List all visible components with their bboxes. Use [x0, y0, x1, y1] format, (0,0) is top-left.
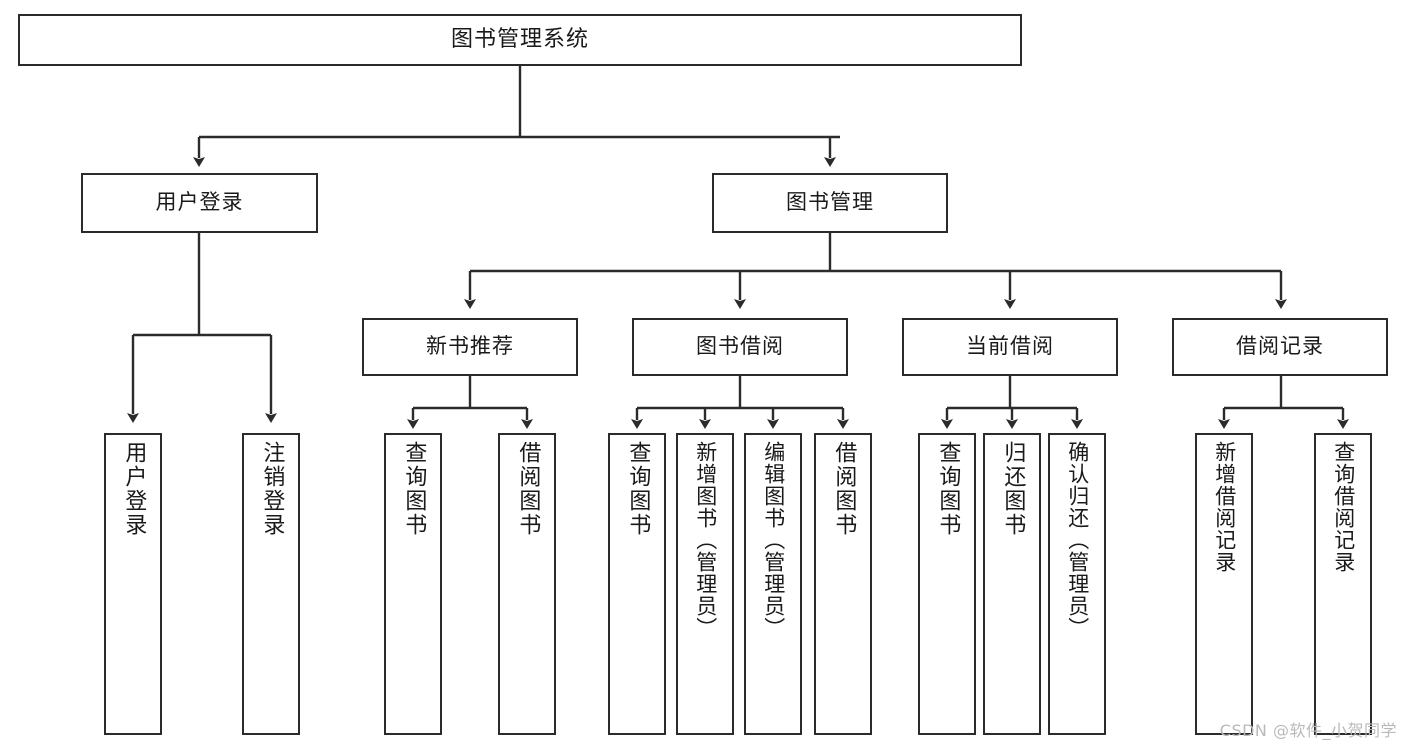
node-label: 查询借阅记录	[1331, 441, 1356, 573]
node-leaf-query-book-current[interactable]: 查询图书	[918, 433, 976, 735]
node-leaf-edit-book[interactable]: 编辑图书（管理员）	[744, 433, 802, 735]
node-leaf-borrow-book-recommend[interactable]: 借阅图书	[498, 433, 556, 735]
node-label: 借阅记录	[1236, 334, 1324, 359]
node-root-book-management-system[interactable]: 图书管理系统	[18, 14, 1022, 66]
node-label: 图书借阅	[696, 334, 784, 359]
node-label: 用户登录	[155, 190, 244, 215]
node-label: 查询图书	[401, 441, 427, 537]
node-leaf-return-book[interactable]: 归还图书	[983, 433, 1041, 735]
node-leaf-add-borrow-record[interactable]: 新增借阅记录	[1195, 433, 1253, 735]
node-leaf-add-book[interactable]: 新增图书（管理员）	[676, 433, 734, 735]
node-label: 借阅图书	[515, 441, 541, 537]
node-label: 注销登录	[259, 441, 285, 537]
node-label: 图书管理系统	[450, 26, 589, 52]
node-leaf-confirm-return[interactable]: 确认归还（管理员）	[1048, 433, 1106, 735]
node-label: 编辑图书（管理员）	[761, 441, 786, 639]
node-label: 新书推荐	[426, 334, 514, 359]
node-label: 归还图书	[1000, 441, 1026, 537]
node-leaf-borrow-book[interactable]: 借阅图书	[814, 433, 872, 735]
node-new-book-recommend[interactable]: 新书推荐	[362, 318, 578, 376]
node-borrow-record[interactable]: 借阅记录	[1172, 318, 1388, 376]
node-leaf-query-borrow-record[interactable]: 查询借阅记录	[1314, 433, 1372, 735]
node-current-borrow[interactable]: 当前借阅	[902, 318, 1118, 376]
node-label: 查询图书	[935, 441, 961, 537]
watermark-text: CSDN @软件_小贺同学	[1219, 721, 1397, 740]
node-label: 确认归还（管理员）	[1065, 441, 1090, 639]
node-label: 用户登录	[121, 441, 147, 537]
node-label: 借阅图书	[831, 441, 857, 537]
node-label: 新增借阅记录	[1212, 441, 1237, 573]
node-label: 当前借阅	[966, 334, 1054, 359]
node-leaf-user-login[interactable]: 用户登录	[104, 433, 162, 735]
node-label: 图书管理	[786, 190, 874, 215]
node-user-login[interactable]: 用户登录	[81, 173, 318, 233]
node-label: 查询图书	[625, 441, 651, 537]
node-leaf-query-book-recommend[interactable]: 查询图书	[384, 433, 442, 735]
node-label: 新增图书（管理员）	[693, 441, 718, 639]
node-leaf-query-book-borrow[interactable]: 查询图书	[608, 433, 666, 735]
node-book-management[interactable]: 图书管理	[712, 173, 948, 233]
node-book-borrow[interactable]: 图书借阅	[632, 318, 848, 376]
node-leaf-logout-login[interactable]: 注销登录	[242, 433, 300, 735]
